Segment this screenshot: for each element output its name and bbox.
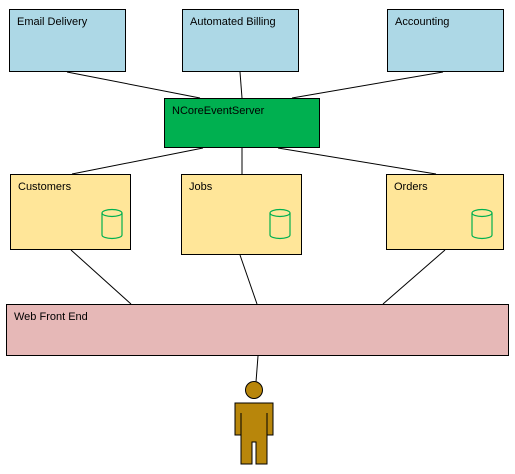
automated-billing-label: Automated Billing xyxy=(190,16,276,28)
connector-server-to-customers xyxy=(71,147,204,175)
connector-orders-to-frontend xyxy=(382,249,446,305)
connector-frontend-to-user xyxy=(255,355,259,383)
web-front-end-box: Web Front End xyxy=(6,304,509,356)
database-icon xyxy=(471,208,493,240)
email-delivery-box: Email Delivery xyxy=(9,9,126,72)
orders-box: Orders xyxy=(386,174,504,250)
database-icon xyxy=(269,208,291,240)
event-server-label: NCoreEventServer xyxy=(172,105,265,117)
connector-billing-to-server xyxy=(239,71,243,99)
connector-jobs-to-frontend xyxy=(239,254,258,305)
web-front-end-label: Web Front End xyxy=(14,311,88,323)
connector-accounting-to-server xyxy=(291,71,444,99)
accounting-box: Accounting xyxy=(387,9,504,72)
automated-billing-box: Automated Billing xyxy=(182,9,299,72)
connector-customers-to-frontend xyxy=(70,249,132,305)
connector-server-to-orders xyxy=(277,147,437,175)
accounting-label: Accounting xyxy=(395,16,450,28)
email-delivery-label: Email Delivery xyxy=(17,16,88,28)
jobs-box: Jobs xyxy=(181,174,302,255)
event-server-box: NCoreEventServer xyxy=(164,98,320,148)
customers-box: Customers xyxy=(10,174,131,250)
customers-label: Customers xyxy=(18,181,72,193)
jobs-label: Jobs xyxy=(189,181,213,193)
connector-email-to-server xyxy=(66,71,201,99)
database-icon xyxy=(101,208,123,240)
orders-label: Orders xyxy=(394,181,428,193)
user-icon xyxy=(234,381,274,465)
